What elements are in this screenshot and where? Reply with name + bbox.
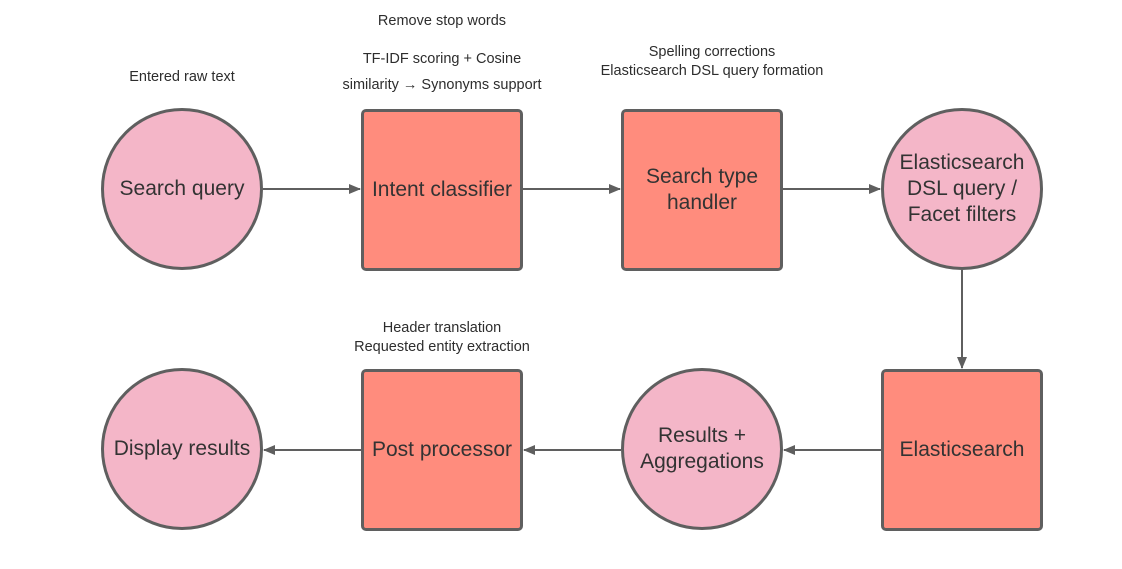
- node-results-aggregations: Results + Aggregations: [621, 368, 783, 530]
- node-es-dsl-query: Elasticsearch DSL query / Facet filters: [881, 108, 1043, 270]
- node-label: Elasticsearch DSL query / Facet filters: [899, 151, 1025, 226]
- node-label: Search query: [119, 177, 245, 200]
- annotation-intent-classifier-notes: Remove stop words TF-IDF scoring + Cosin…: [312, 12, 572, 95]
- annotation-tfidf-line-1: TF-IDF scoring + Cosine: [362, 51, 522, 67]
- node-search-type-handler: Search type handler: [621, 109, 783, 271]
- annotation-remove-stop-words: Remove stop words: [377, 13, 507, 29]
- node-label: Post processor: [371, 438, 513, 461]
- annotation-tfidf-line-2: similarity → Synonyms support: [342, 77, 542, 93]
- annotation-entity-extraction: Requested entity extraction: [354, 339, 530, 355]
- node-elasticsearch: Elasticsearch: [881, 369, 1043, 531]
- annotation-header-translation: Header translation: [382, 320, 502, 336]
- annotation-dsl-query-formation: Elasticsearch DSL query formation: [600, 63, 824, 79]
- annotation-post-processor-notes: Header translation Requested entity extr…: [312, 319, 572, 357]
- node-label: Intent classifier: [371, 178, 513, 201]
- annotation-entered-raw-text: Entered raw text: [82, 68, 282, 87]
- annotation-text: Entered raw text: [129, 69, 235, 85]
- node-search-query: Search query: [101, 108, 263, 270]
- annotation-search-type-handler-notes: Spelling corrections Elasticsearch DSL q…: [572, 43, 852, 81]
- node-intent-classifier: Intent classifier: [361, 109, 523, 271]
- node-label: Search type handler: [645, 165, 759, 214]
- node-display-results: Display results: [101, 368, 263, 530]
- node-label: Display results: [113, 437, 251, 460]
- node-post-processor: Post processor: [361, 369, 523, 531]
- node-label: Results + Aggregations: [640, 424, 764, 473]
- node-label: Elasticsearch: [899, 438, 1025, 461]
- annotation-spelling-corrections: Spelling corrections: [648, 44, 776, 60]
